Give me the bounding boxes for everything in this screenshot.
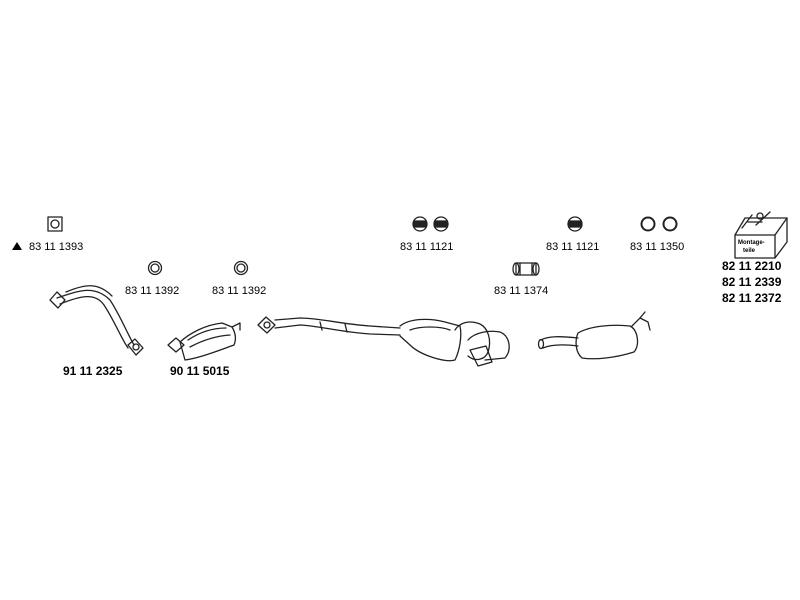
mounting-kit-box-icon bbox=[734, 211, 788, 259]
kit-number: 82 11 2372 bbox=[722, 291, 782, 305]
gasket-ring-icon bbox=[147, 260, 163, 276]
part-number-rubber-mount-1: 83 11 1121 bbox=[400, 241, 454, 253]
o-ring-icon bbox=[640, 216, 678, 232]
part-number-front-pipe: 91 11 2325 bbox=[63, 364, 123, 378]
clamp-sleeve-icon bbox=[512, 262, 540, 276]
gasket-ring-icon bbox=[233, 260, 249, 276]
part-number-rubber-mount-2: 83 11 1121 bbox=[546, 241, 600, 253]
part-number-gasket-1: 83 11 1392 bbox=[125, 285, 180, 297]
rear-silencer-icon bbox=[537, 311, 651, 360]
part-number-o-rings: 83 11 1350 bbox=[630, 241, 685, 253]
rubber-mount-icon bbox=[412, 216, 428, 232]
part-number-clamp-sleeve: 83 11 1374 bbox=[494, 285, 549, 297]
part-number-gasket-2: 83 11 1392 bbox=[212, 285, 267, 297]
catalytic-converter-icon bbox=[167, 322, 241, 361]
mounting-kit-numbers: 82 11 2210 82 11 2339 82 11 2372 bbox=[722, 258, 781, 306]
middle-pipe-icon bbox=[257, 316, 510, 367]
part-number-clamp-square: 83 11 1393 bbox=[29, 241, 84, 253]
rubber-mount-icon bbox=[433, 216, 449, 232]
kit-label-line-2: teile bbox=[743, 248, 756, 254]
part-number-catalyst: 90 11 5015 bbox=[170, 364, 230, 378]
kit-number: 82 11 2339 bbox=[722, 275, 782, 289]
kit-label-line-1: Montage- bbox=[738, 240, 765, 246]
triangle-marker-icon bbox=[12, 242, 22, 250]
square-clamp-icon bbox=[47, 216, 63, 232]
rubber-mount-icon bbox=[567, 216, 583, 232]
front-pipe-icon bbox=[49, 285, 144, 356]
kit-number: 82 11 2210 bbox=[722, 259, 782, 273]
